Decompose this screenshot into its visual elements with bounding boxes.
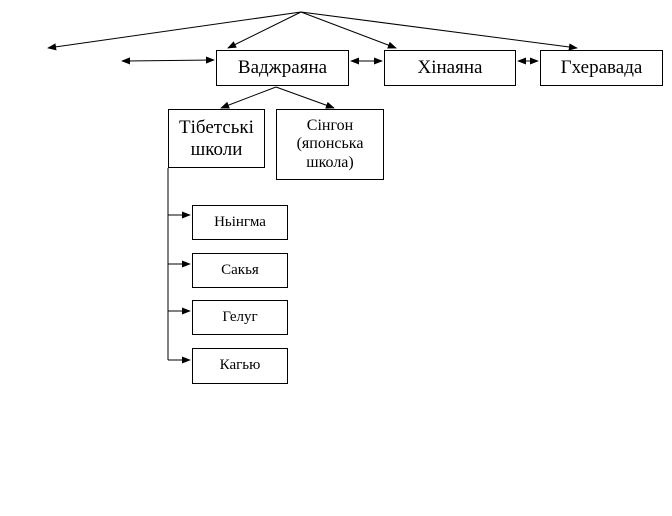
- node-sakya: Сакья: [192, 253, 288, 288]
- node-shingon-label-line1: Сінгон: [306, 116, 354, 134]
- node-shingon-label-line2: (японська: [296, 135, 364, 153]
- arrow-apex-to-hinayana: [300, 11, 397, 49]
- arrow-vajrayana-to-shingon: [275, 86, 335, 109]
- node-sakya-label: Сакья: [221, 261, 259, 278]
- node-gelug-label: Гелуг: [222, 308, 258, 325]
- node-hinayana: Хінаяна: [384, 50, 516, 86]
- node-vajrayana-label: Ваджраяна: [237, 57, 328, 79]
- node-tibetan-schools: Тібетські школи: [168, 109, 265, 168]
- node-shingon: Сінгон (японська школа): [276, 109, 384, 180]
- node-tibetan-label-line1: Тібетські: [179, 116, 254, 138]
- arrow-vajrayana-to-tibetan: [220, 86, 277, 109]
- node-kagyu-label: Кагью: [219, 357, 261, 374]
- node-theravada: Гхеравада: [540, 50, 663, 86]
- node-nyingma: Ньінгма: [192, 205, 288, 240]
- arrow-apex-to-left-edge: [47, 11, 302, 51]
- node-nyingma-label: Ньінгма: [214, 213, 266, 230]
- node-hinayana-label: Хінаяна: [417, 57, 483, 79]
- arrow-apex-to-vajrayana: [227, 11, 302, 49]
- node-kagyu: Кагью: [192, 348, 288, 384]
- node-shingon-label-line3: школа): [306, 153, 354, 171]
- node-gelug: Гелуг: [192, 300, 288, 335]
- arrow-left-to-vajrayana: [121, 56, 215, 65]
- arrow-apex-to-theravada: [300, 11, 578, 51]
- node-vajrayana: Ваджраяна: [216, 50, 349, 86]
- node-theravada-label: Гхеравада: [560, 57, 643, 79]
- node-tibetan-label-line2: школи: [190, 138, 243, 160]
